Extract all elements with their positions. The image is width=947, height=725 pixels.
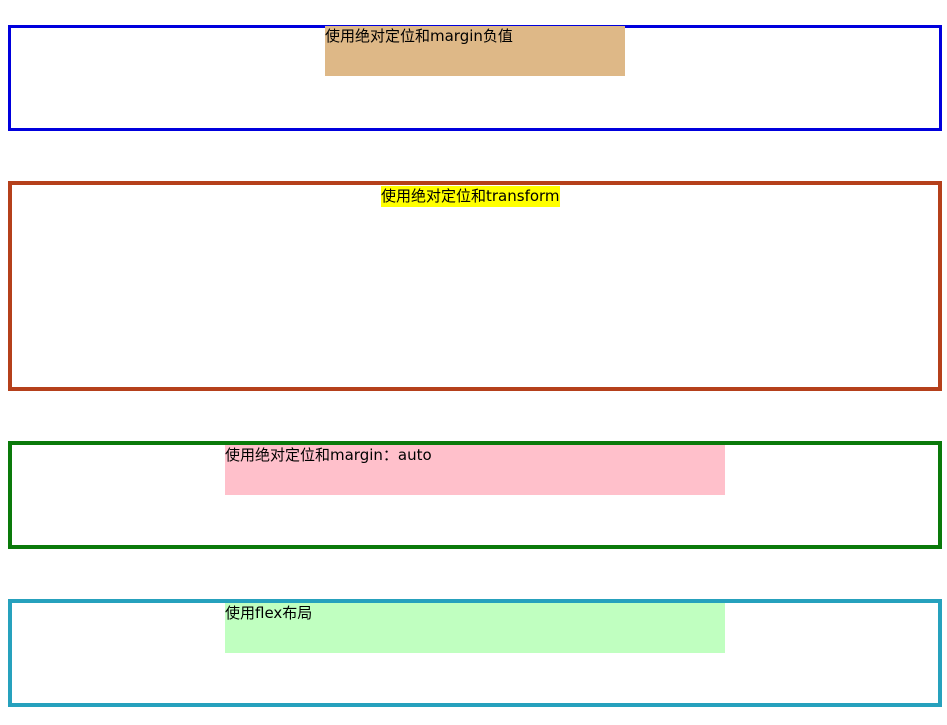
flex-centered-block: 使用flex布局 [225, 603, 725, 653]
transform-container: 使用绝对定位和transform [8, 181, 942, 391]
margin-auto-container: 使用绝对定位和margin：auto [8, 441, 942, 549]
flex-container: 使用flex布局 [8, 599, 942, 707]
negative-margin-centered-block: 使用绝对定位和margin负值 [325, 26, 625, 76]
negative-margin-container: 使用绝对定位和margin负值 [8, 25, 942, 131]
transform-centered-block: 使用绝对定位和transform [381, 186, 560, 207]
margin-auto-centered-block: 使用绝对定位和margin：auto [225, 445, 725, 495]
